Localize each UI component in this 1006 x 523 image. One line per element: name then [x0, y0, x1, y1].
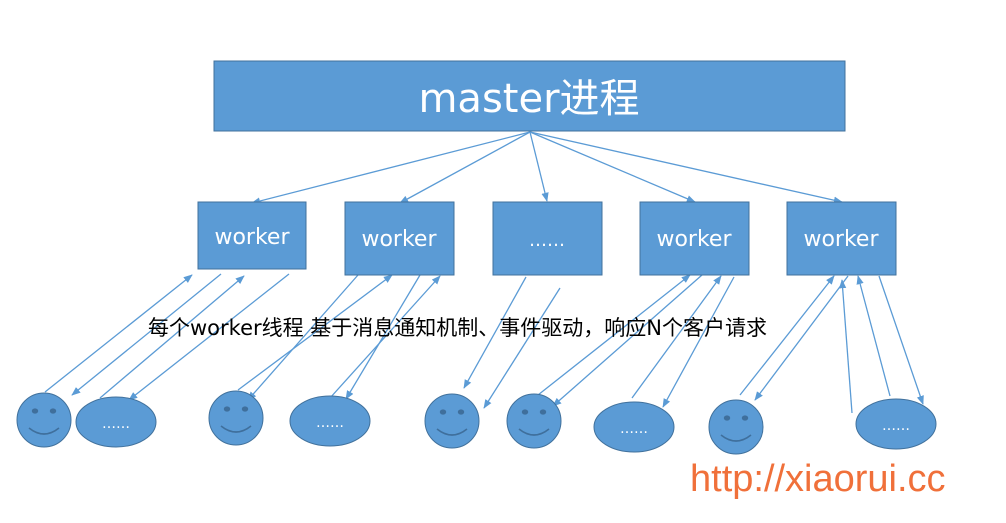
worker-box-3: …… [492, 201, 603, 276]
arrow-client-worker [537, 274, 691, 396]
arrow-master-worker-4 [529, 131, 696, 203]
diagram-caption: 每个worker线程 基于消息通知机制、事件驱动，响应N个客户请求 [148, 316, 768, 340]
master-label: master进程 [418, 76, 639, 122]
arrow-client-worker [739, 275, 835, 396]
client-ellipse: …… [289, 395, 371, 447]
master-process-box: master进程 [213, 60, 846, 132]
arrow-worker-client [463, 276, 527, 389]
worker-label: worker [361, 227, 437, 252]
arrow-master-worker-2 [399, 131, 531, 204]
client-ellipse-label: …… [882, 418, 910, 434]
client-ellipse-label: …… [316, 415, 344, 431]
watermark-url: http://xiaorui.cc [690, 458, 946, 500]
arrow-worker-client [71, 273, 222, 396]
arrow-worker-client [754, 275, 849, 401]
arrow-client-worker [631, 275, 722, 399]
worker-box-4: worker [639, 201, 750, 276]
connector-arrows [44, 131, 924, 414]
worker-box-2: worker [344, 201, 455, 276]
worker-box-5: worker [786, 201, 897, 276]
arrow-worker-client [662, 276, 735, 408]
worker-label: worker [803, 227, 879, 252]
client-face-icon [16, 392, 72, 448]
client-ellipse-label: …… [620, 421, 648, 437]
client-ellipse: …… [593, 401, 675, 453]
arrow-master-worker-3 [529, 131, 549, 202]
arrow-worker-client [878, 275, 924, 405]
arrow-client-worker [99, 275, 245, 399]
arrow-client-worker [329, 275, 441, 399]
arrow-worker-client [552, 274, 703, 407]
arrow-worker-client [483, 287, 561, 409]
arrow-worker-client [345, 274, 421, 400]
arrow-client-worker [44, 274, 193, 393]
client-face-icon [208, 390, 264, 446]
arrow-client-worker [856, 275, 891, 397]
arrow-worker-client [247, 274, 359, 401]
client-ellipse-label: …… [102, 416, 130, 432]
client-face-icon [506, 393, 562, 449]
arrow-master-worker-1 [251, 131, 531, 205]
client-ellipse: …… [75, 396, 157, 448]
worker-label: …… [529, 230, 565, 251]
arrow-client-worker [838, 279, 853, 414]
worker-box-1: worker [197, 201, 307, 270]
arrow-worker-client [128, 273, 290, 401]
client-ellipse: …… [855, 398, 937, 450]
arrow-client-worker [237, 274, 393, 391]
client-face-icon [708, 399, 764, 455]
worker-label: worker [214, 225, 290, 250]
worker-label: worker [656, 227, 732, 252]
arrow-master-worker-5 [529, 131, 843, 204]
client-face-icon [424, 393, 480, 449]
